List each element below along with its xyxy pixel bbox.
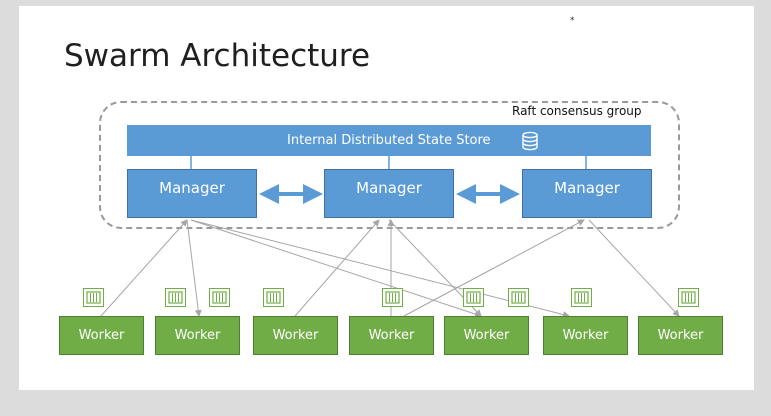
worker-node-3: Worker [253, 316, 338, 355]
connector-w1-m1 [100, 219, 188, 317]
worker-node-1: Worker [59, 316, 144, 355]
connector-m1-w6 [190, 219, 570, 318]
container-icon [382, 288, 403, 307]
worker-node-5: Worker [444, 316, 529, 355]
internal-state-store-label: Internal Distributed State Store [287, 133, 491, 148]
raft-consensus-group-label: Raft consensus group [512, 104, 642, 118]
raft-consensus-group-boundary [99, 101, 680, 229]
slide: Swarm Architecture * Raft consensus grou… [19, 6, 754, 390]
connector-m1-w5 [190, 219, 482, 318]
container-icon [678, 288, 699, 307]
manager-node-3: Manager [522, 169, 652, 218]
worker-node-4: Worker [349, 316, 434, 355]
worker-node-2: Worker [155, 316, 240, 355]
connector-m1-w2 [186, 219, 202, 317]
container-icon [508, 288, 529, 307]
manager-node-2: Manager [324, 169, 454, 218]
connector-w3-m2 [294, 219, 380, 317]
container-icon [209, 288, 230, 307]
manager-node-1: Manager [127, 169, 257, 218]
worker-node-6: Worker [543, 316, 628, 355]
worker-node-7: Worker [638, 316, 723, 355]
connector-w4-m3 [403, 219, 585, 317]
container-icon [165, 288, 186, 307]
container-icon [83, 288, 104, 307]
connector-m3-w7 [588, 219, 680, 317]
decor-mark: * [570, 16, 575, 26]
internal-state-store: Internal Distributed State Store [127, 125, 651, 156]
container-icon [263, 288, 284, 307]
slide-title: Swarm Architecture [64, 38, 371, 74]
container-icon [571, 288, 592, 307]
container-icon [463, 288, 484, 307]
database-icon [522, 131, 538, 151]
